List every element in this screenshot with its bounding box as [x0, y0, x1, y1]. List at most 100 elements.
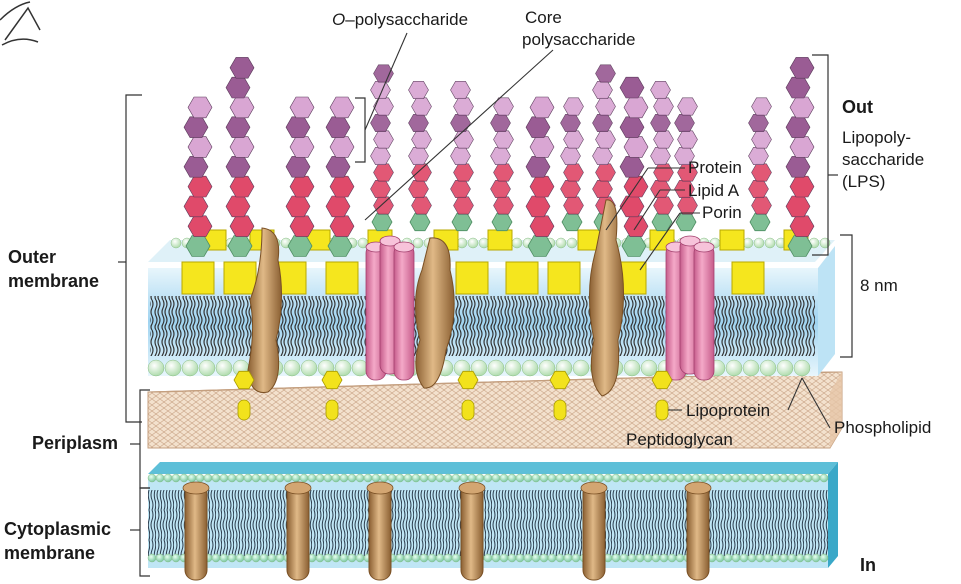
o-antigen-sugar	[749, 147, 769, 164]
o-antigen-sugar	[749, 114, 769, 131]
cm-lipid-head	[484, 554, 492, 562]
cm-protein-cap	[685, 482, 711, 494]
phospholipid-head	[301, 360, 317, 376]
lps-chains	[184, 57, 814, 256]
cm-lipid-head	[484, 474, 492, 482]
phospholipid-head	[556, 238, 566, 248]
cm-lipid-head	[716, 554, 724, 562]
o-antigen-sugar	[494, 131, 514, 148]
o-antigen-sugar	[454, 98, 474, 115]
o-antigen-sugar	[596, 131, 616, 148]
cm-lipid-head	[148, 474, 156, 482]
core-sugar	[620, 196, 644, 217]
cm-lipid-head	[660, 474, 668, 482]
o-antigen-sugar	[330, 137, 354, 158]
o-antigen-sugar	[790, 137, 814, 158]
o-polysaccharide-label: O–polysaccharide	[332, 10, 468, 29]
cm-lipid-head	[268, 474, 276, 482]
o-antigen-sugar	[624, 97, 648, 118]
cm-lipid-head	[652, 554, 660, 562]
o-antigen-sugar	[184, 117, 208, 138]
inner-core-sugar	[372, 213, 392, 230]
o-antigen-sugar	[790, 97, 814, 118]
periplasm-label: Periplasm	[32, 434, 118, 453]
core-sugar	[184, 196, 208, 217]
cm-lipid-head	[732, 554, 740, 562]
lps-bracket	[812, 55, 828, 255]
cm-lipid-head	[276, 554, 284, 562]
cm-lipid-head	[332, 474, 340, 482]
core-sugar	[561, 180, 581, 197]
o-antigen-sugar	[412, 98, 432, 115]
cm-lipid-head	[268, 554, 276, 562]
cm-lipid-head	[612, 474, 620, 482]
core-sugar	[371, 180, 391, 197]
cm-lipid-head	[236, 474, 244, 482]
cm-lipid-head	[252, 474, 260, 482]
core-sugar	[790, 176, 814, 197]
cm-lipid-head	[156, 554, 164, 562]
cm-lipid-head	[756, 474, 764, 482]
cm-lipid-head	[644, 554, 652, 562]
cm-lipid-head	[636, 554, 644, 562]
o-poly-bracket	[355, 98, 365, 162]
cm-protein-cap	[367, 482, 393, 494]
phospholipid-label: Phospholipid	[834, 418, 931, 437]
o-antigen-sugar	[230, 137, 254, 158]
cm-lipid-head	[700, 474, 708, 482]
o-antigen-sugar	[752, 98, 772, 115]
core-sugar	[188, 176, 212, 197]
porin	[666, 236, 714, 380]
o-antigen-sugar	[226, 156, 250, 177]
o-antigen-sugar	[530, 97, 554, 118]
o-antigen-sugar	[624, 137, 648, 158]
o-antigen-sugar	[654, 98, 674, 115]
cm-lipid-head	[540, 474, 548, 482]
cm-lipid-head	[420, 554, 428, 562]
cm-protein	[287, 484, 309, 580]
cm-lipid-head	[468, 474, 476, 482]
cm-lipid-head	[284, 474, 292, 482]
phospholipid-head	[413, 238, 423, 248]
o-antigen-sugar	[678, 131, 698, 148]
cm-lipid-head	[356, 474, 364, 482]
phospholipid-head	[794, 360, 810, 376]
o-antigen-sugar	[526, 156, 550, 177]
cm-lipid-head	[532, 554, 540, 562]
o-antigen-sugar	[593, 114, 613, 131]
inner-core-sugar	[562, 213, 582, 230]
cm-lipid-head	[740, 554, 748, 562]
o-antigen-sugar	[596, 65, 616, 82]
o-antigen-sugar	[564, 131, 584, 148]
o-antigen-sugar	[651, 147, 671, 164]
cm-lipid-head	[652, 474, 660, 482]
o-antigen-sugar	[593, 147, 613, 164]
cm-protein	[185, 484, 207, 580]
cm-lipid-head	[764, 474, 772, 482]
cm-lipid-head	[516, 474, 524, 482]
lipoprotein-anchor	[326, 400, 338, 420]
cm-lipid-head	[444, 554, 452, 562]
lipid-a-square	[224, 262, 256, 294]
cm-protein-cap	[285, 482, 311, 494]
cm-lipid-head	[436, 474, 444, 482]
phospholipid-head	[754, 238, 764, 248]
peptidoglycan-label: Peptidoglycan	[626, 430, 733, 449]
core-sugar	[749, 180, 769, 197]
core-sugar	[786, 196, 810, 217]
core-sugar	[374, 164, 394, 181]
cm-lipid-head	[556, 554, 564, 562]
cm-lipid-head	[740, 474, 748, 482]
cm-lipid-head	[596, 474, 604, 482]
o-antigen-sugar	[374, 131, 394, 148]
o-antigen-sugar	[374, 98, 394, 115]
cm-lipid-head	[804, 554, 812, 562]
cm-lipid-head	[380, 474, 388, 482]
phospholipid-head	[522, 360, 538, 376]
phospholipid-head	[512, 238, 522, 248]
core-sugar	[412, 197, 432, 214]
lipid-a-square	[182, 262, 214, 294]
cytoplasmic-membrane-label-1: Cytoplasmic	[4, 520, 111, 539]
phospholipid-head	[488, 360, 504, 376]
cm-lipid-head	[812, 474, 820, 482]
